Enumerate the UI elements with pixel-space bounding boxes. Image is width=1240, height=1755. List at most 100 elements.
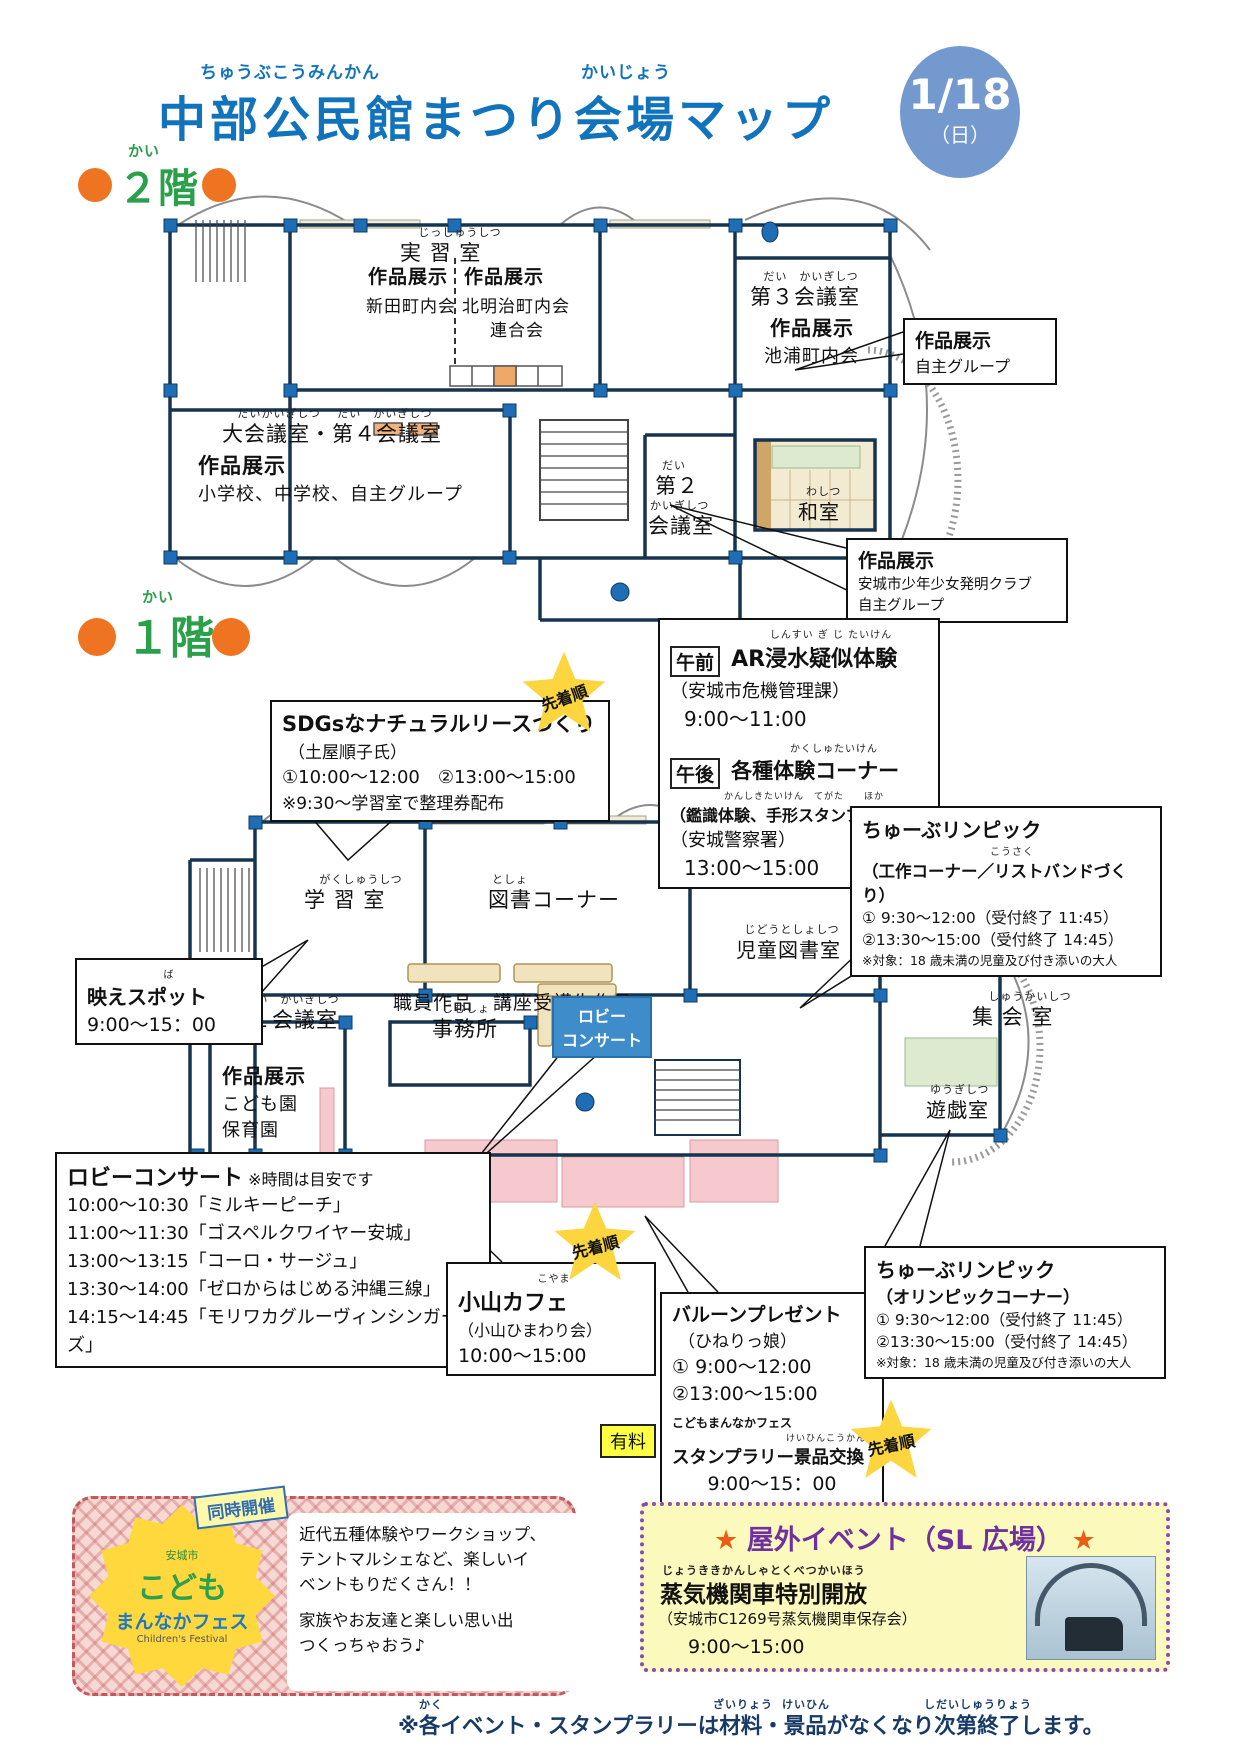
balloon-title: バルーンプレゼント — [672, 1304, 842, 1326]
stamp-furigana: けいひんこうかん — [785, 1434, 866, 1444]
room-jisshushitsu: 実 習 室 — [400, 241, 482, 265]
callout-hatsumei: 作品展示 安城市少年少女発明クラブ 自主グループ — [846, 538, 1068, 623]
hatsumei-body2: 自主グループ — [858, 598, 945, 614]
haespot-title: 映えスポット — [87, 985, 207, 1009]
haespot-time: 9:00～15：00 — [87, 1014, 217, 1036]
koyama-first-come-star: 先着順 — [552, 1200, 638, 1286]
sl-photo — [1026, 1556, 1156, 1660]
lobby-concert-note: ※時間は目安です — [248, 1170, 374, 1189]
lobby-concert-stage: ロビー コンサート — [552, 996, 652, 1058]
jishu-body: 自主グループ — [915, 357, 1011, 376]
kodomo-text-panel: 近代五種体験やワークショップ、 テントマルシェなど、楽しいイ ベントもりだくさん… — [287, 1513, 583, 1691]
koyama-title: 小山カフェ — [458, 1291, 569, 1316]
ar-am-line1: （安城市危機管理課） — [670, 681, 850, 702]
footer-furigana-kaku: かく — [419, 1698, 443, 1711]
stamp-title: スタンプラリー景品交換 — [672, 1448, 864, 1468]
ar-pm-furigana2: かんしきたいけん てがた ほか — [723, 792, 884, 802]
outdoor-event-box: ★ 屋外イベント（SL 広場） ★ じょうききかんしゃとくべつかいほう 蒸気機関… — [640, 1502, 1170, 1672]
floor2-dot-right — [202, 168, 236, 202]
hatsumei-body1: 安城市少年少女発明クラブ — [858, 577, 1032, 593]
room-daikaigi: 大会議室・第４会議室 — [222, 422, 442, 446]
outdoor-title-row: ★ 屋外イベント（SL 広場） ★ — [714, 1518, 1096, 1557]
floor1-dot-right — [212, 618, 250, 656]
paid-badge: 有料 — [600, 1424, 656, 1458]
room-dai2kaigi-line1: 第２ — [655, 474, 699, 498]
outdoor-title: 屋外イベント（SL 広場） — [746, 1525, 1063, 1556]
dai1-body1: こども園 — [222, 1094, 298, 1115]
kitameiji-body1: 北明治町内会 — [462, 297, 570, 317]
callout-jishu-group: 作品展示 自主グループ — [903, 318, 1057, 385]
ar-am-time: 9:00～11:00 — [684, 707, 807, 731]
dai2kaigi-furigana1: だい — [662, 459, 686, 472]
jimusho-furigana: じむしょ — [442, 1002, 490, 1015]
kodomo-name2: まんなかフェス — [115, 1611, 249, 1633]
kodomo-line-5: つくっちゃおう♪ — [299, 1636, 426, 1655]
dai1-body2: 保育園 — [222, 1120, 279, 1141]
dai3kaigi-tenji-heading: 作品展示 — [770, 316, 854, 340]
room-jido-tosho: 児童図書室 — [736, 938, 841, 962]
floor1-dot-left — [78, 618, 116, 656]
stamp-time: 9:00～15：00 — [707, 1473, 837, 1495]
kosaku-line2: ②13:30～15:00（受付終了 14:45） — [862, 931, 1124, 949]
room-dai3kaigi: 第３会議室 — [750, 285, 860, 309]
floor1-marker-furigana: かい — [142, 588, 175, 606]
room-tosho-corner: 図書コーナー — [488, 888, 620, 912]
star-glyph-right: ★ — [1071, 1525, 1096, 1556]
floor1-marker: １階 — [126, 613, 214, 664]
room-jimusho: 事務所 — [432, 1017, 498, 1041]
room-yugishitsu: 遊戯室 — [926, 1098, 989, 1122]
kodomo-line-2: テントマルシェなど、楽しいイ — [299, 1549, 530, 1569]
room-gakushushitsu: 学 習 室 — [304, 888, 386, 912]
room-shukaishitsu: 集 会 室 — [972, 1005, 1054, 1029]
outdoor-line1: （安城市C1269号蒸気機関車保存会） — [658, 1610, 917, 1628]
haespot-furigana: ば — [163, 970, 175, 981]
sdgs-line2: ①10:00～12:00 ②13:00～15:00 — [282, 767, 576, 788]
footer-furigana-zairyo: ざいりょう — [713, 1698, 773, 1711]
kodomo-line-4: 家族やお友達と楽しい思い出 — [299, 1611, 514, 1631]
daikaigi-body: 小学校、中学校、自主グループ — [198, 484, 463, 505]
kitameiji-body2: 連合会 — [490, 321, 544, 341]
outdoor-furigana: じょうききかんしゃとくべつかいほう — [662, 1564, 866, 1577]
date-badge-date: 1/18 — [908, 70, 1012, 119]
footer-note-text: ※各イベント・スタンプラリーは材料・景品がなくなり次第終了します。 — [398, 1714, 1105, 1739]
callout-chubulympic-kosaku: ちゅーぶリンピック こうさく （工作コーナー／リストバンドづくり） ① 9:30… — [850, 806, 1162, 977]
date-badge: 1/18 （日） — [900, 46, 1020, 178]
balloon-time1: ① 9:00～12:00 — [672, 1356, 812, 1378]
shukaishitsu-furigana: しゅうかいしつ — [988, 990, 1072, 1003]
olympic-subtitle: （オリンピックコーナー） — [876, 1288, 1080, 1308]
title-furigana-left: ちゅうぶこうみんかん — [200, 63, 380, 83]
sl-locomotive — [1065, 1617, 1123, 1651]
callout-chubulympic-olympic: ちゅーぶリンピック （オリンピックコーナー） ① 9:30～12:00（受付終了… — [864, 1246, 1166, 1379]
kodomo-line-1: 近代五種体験やワークショップ、 — [299, 1525, 547, 1544]
kitameiji-tenji-heading: 作品展示 — [464, 266, 545, 288]
concert-slot-4: 13:30～14:00「ゼロからはじめる沖縄三線」 — [67, 1279, 441, 1300]
callout-lobby-concert: ロビーコンサート ※時間は目安です 10:00～10:30「ミルキーピーチ」 1… — [55, 1152, 491, 1368]
kodomo-name1: こども — [137, 1571, 227, 1606]
tosho-furigana: としょ — [492, 873, 528, 886]
concert-slot-5: 14:15～14:45「モリワカグルーヴィンシンガーズ」 — [67, 1307, 459, 1356]
koyama-furigana: こやま — [537, 1274, 571, 1285]
kodomo-fes-box: 安城市 こども まんなかフェス Children's Festival 同時開催… — [72, 1485, 583, 1696]
room-dai2kaigi-line2: 会議室 — [648, 514, 714, 538]
daikaigi-tenji-heading: 作品展示 — [198, 454, 286, 478]
koyama-time: 10:00～15:00 — [458, 1345, 587, 1367]
olympic-line3: ※対象：18 歳未満の児童及び付き添いの大人 — [876, 1355, 1132, 1370]
jishu-tenji-heading: 作品展示 — [915, 330, 992, 352]
ar-pm-line1: （鑑識体験、手形スタンプ他） — [670, 806, 894, 825]
floor2-marker-furigana: かい — [128, 142, 161, 160]
floor2-marker: ２階 — [118, 166, 198, 212]
ar-am-furigana: しんすい ぎ じ たいけん — [769, 630, 893, 641]
kosaku-furigana: こうさく — [990, 847, 1034, 858]
kosaku-title: ちゅーぶリンピック — [862, 818, 1042, 842]
stamp-first-come-star: 先着順 — [848, 1398, 934, 1484]
floor2-dot-left — [78, 168, 112, 202]
outdoor-time: 9:00～15:00 — [688, 1636, 805, 1658]
lobby-stage-line1: ロビー — [577, 1007, 626, 1026]
kosaku-line1: ① 9:30～12:00（受付終了 11:45） — [862, 909, 1119, 927]
washitsu-furigana: わしつ — [806, 485, 842, 498]
olympic-title: ちゅーぶリンピック — [876, 1258, 1056, 1282]
callout-photo-spot: ば 映えスポット 9:00～15：00 — [75, 958, 263, 1045]
callout-balloon-stamp: バルーンプレゼント （ひねりっ娘） ① 9:00～12:00 ②13:00～15… — [660, 1292, 884, 1504]
gakushushitsu-furigana: がくしゅうしつ — [319, 873, 403, 886]
dai1-tenji-heading: 作品展示 — [222, 1064, 306, 1088]
